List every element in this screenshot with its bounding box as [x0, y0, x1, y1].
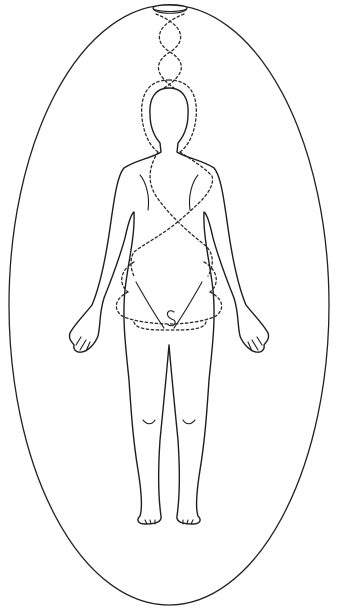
crown-vortex — [153, 5, 187, 14]
energy-helix — [156, 14, 184, 88]
human-figure — [69, 88, 268, 524]
body-outline — [69, 88, 268, 524]
